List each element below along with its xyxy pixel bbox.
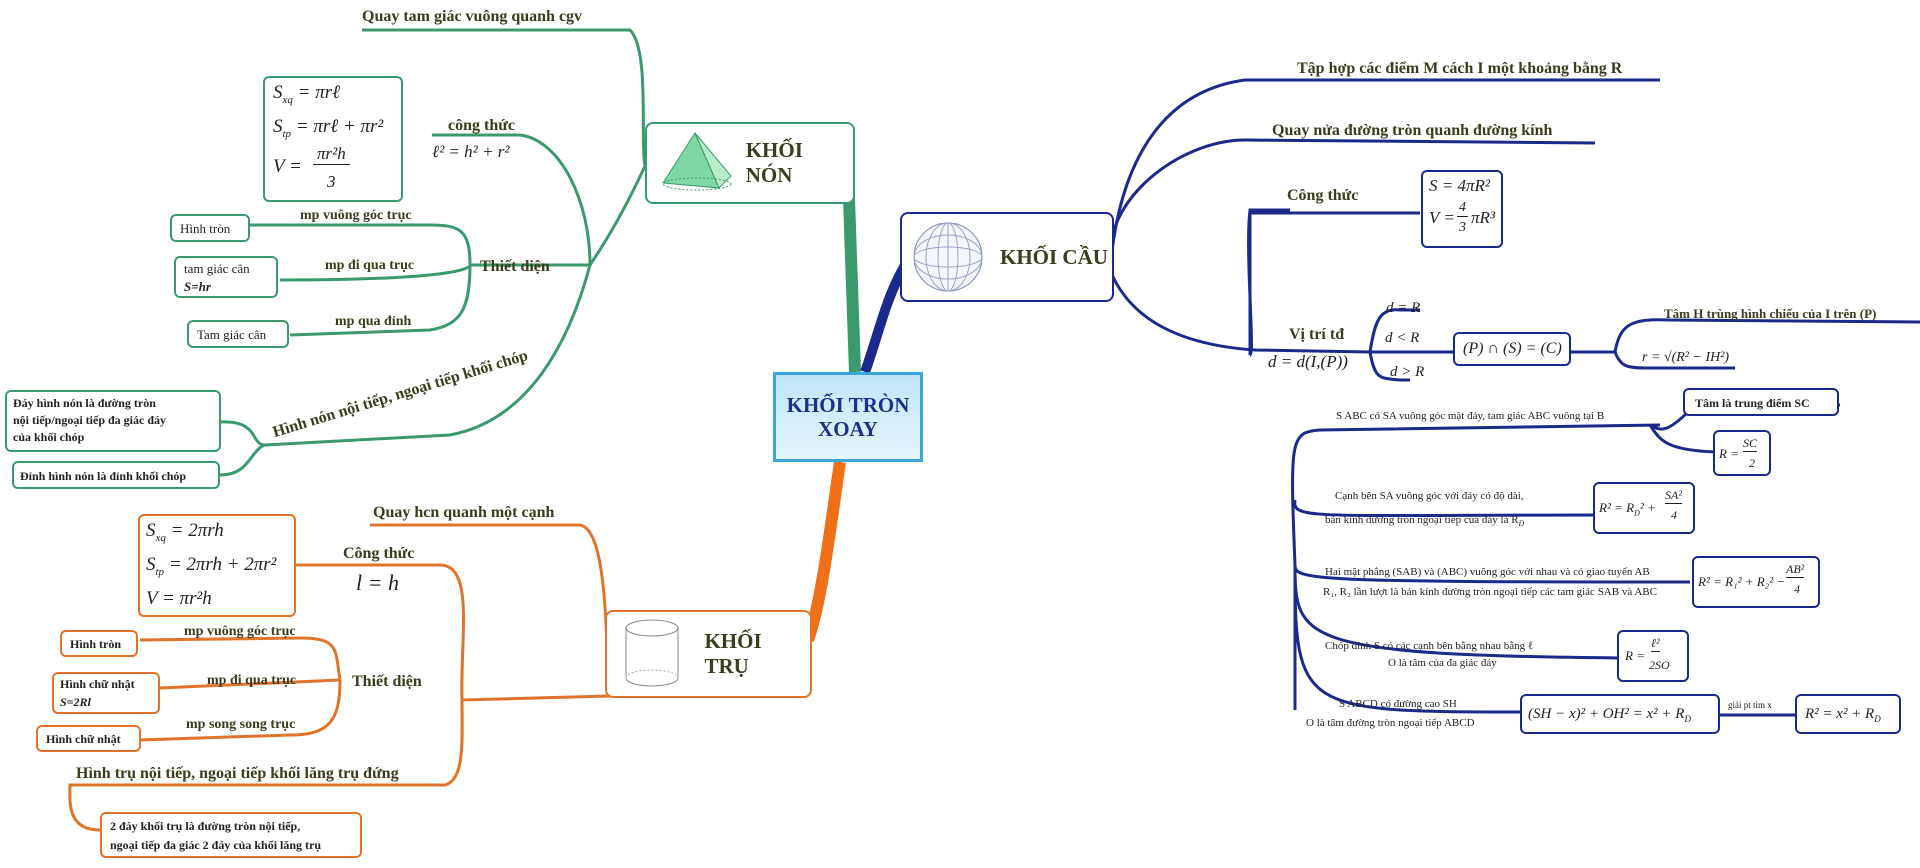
cone-formula-label: công thức <box>448 117 515 134</box>
case3-text-2: R₁, R₂ lần lượt là bán kính đường tròn n… <box>1323 586 1657 598</box>
sphere-case-2: d < R <box>1385 330 1420 346</box>
cylinder-section-label: Thiết diện <box>352 673 422 690</box>
cone-icon <box>662 131 732 191</box>
cone-label: KHỐI NÓN <box>745 138 803 187</box>
case2-text-1: Cạnh bên SA vuông góc với đáy có độ dài, <box>1335 490 1524 502</box>
case5-result-2: R² = x² + RD <box>1795 694 1901 734</box>
cone-section-shape-3: Tam giác cân <box>187 320 289 348</box>
cylinder-section-plane-2: mp đi qua trục <box>207 673 297 688</box>
cone-section-plane-3: mp qua đỉnh <box>335 314 412 329</box>
cylinder-label: KHỐI TRỤ <box>704 629 762 678</box>
case1-text: S ABC có SA vuông góc mặt đáy, tam giác … <box>1336 410 1605 422</box>
case3-text-1: Hai mặt phẳng (SAB) và (ABC) vuông góc v… <box>1325 566 1650 578</box>
case1-result-1: Tâm là trung điểm SC <box>1683 388 1839 416</box>
sphere-node[interactable]: KHỐI CẦU <box>900 212 1114 302</box>
sphere-label: KHỐI CẦU <box>1000 244 1108 269</box>
case5-text-2: O là tâm đường tròn ngoại tiếp ABCD <box>1306 717 1475 729</box>
case2-result: R² = RD² + SA² 4 <box>1593 482 1695 534</box>
cone-section-plane-1: mp vuông góc trục <box>300 208 412 223</box>
cone-rotate: Quay tam giác vuông quanh cgv <box>362 8 583 25</box>
cylinder-section-shape-2: Hình chữ nhật S=2Rl <box>52 672 160 714</box>
sphere-formula-box: S = 4πR² V = 4 3 πR³ <box>1421 170 1503 248</box>
case3-result: R² = R₁² + R₂² − AB² 4 <box>1692 556 1820 608</box>
cylinder-inscribed-box: 2 đáy khối trụ là đường tròn nội tiếp, n… <box>100 812 362 858</box>
center-title: KHỐI TRÒN XOAY <box>786 393 910 441</box>
case4-text-2: O là tâm của đa giác đáy <box>1388 657 1497 669</box>
case2-text-2: bán kính đường tròn ngoại tiếp của đáy l… <box>1325 514 1525 529</box>
center-topic[interactable]: KHỐI TRÒN XOAY <box>773 372 923 462</box>
cone-side-formula: ℓ² = h² + r² <box>432 142 510 161</box>
case4-result: R = ℓ² 2SO <box>1617 630 1689 682</box>
cylinder-section-plane-1: mp vuông góc trục <box>184 624 296 639</box>
sphere-intersection-box: (P) ∩ (S) = (C) <box>1453 332 1571 366</box>
case5-solve: giải pt tìm x <box>1728 700 1772 710</box>
cylinder-icon <box>625 619 679 687</box>
case4-text-1: Chóp đỉnh S có các cạnh bên bằng nhau bằ… <box>1325 640 1534 652</box>
sphere-case-3: d > R <box>1390 364 1425 380</box>
sphere-intersection-result-2: r = √(R² − IH²) <box>1642 350 1730 365</box>
cone-section-label: Thiết diện <box>480 258 550 275</box>
cylinder-side-formula: l = h <box>356 570 399 595</box>
cone-node[interactable]: KHỐI NÓN <box>645 122 855 204</box>
cylinder-section-plane-3: mp song song trục <box>186 717 296 732</box>
cone-inscribed-box-2: Đỉnh hình nón là đỉnh khối chóp <box>12 461 220 489</box>
sphere-formula-label: Công thức <box>1287 187 1359 204</box>
sphere-case-1: d = R <box>1386 300 1421 316</box>
sphere-def-1: Tập hợp các điểm M cách I một khoảng bằn… <box>1297 60 1623 77</box>
cylinder-section-shape-1: Hình tròn <box>60 630 138 657</box>
case5-result-1: (SH − x)² + OH² = x² + RD <box>1520 694 1720 734</box>
cone-section-plane-2: mp đi qua trục <box>325 258 415 273</box>
cylinder-formula-label: Công thức <box>343 545 415 562</box>
sphere-position-formula: d = d(I,(P)) <box>1268 352 1348 371</box>
cone-section-shape-2: tam giác cân S=hr <box>174 256 278 298</box>
sphere-icon <box>913 222 983 292</box>
cylinder-section-shape-3: Hình chữ nhật <box>36 725 141 752</box>
cylinder-rotate: Quay hcn quanh một cạnh <box>373 504 555 521</box>
sphere-position-label: Vị trí tđ <box>1289 326 1345 343</box>
cylinder-formula-box: Sxq = 2πrh Stp = 2πrh + 2πr² V = πr²h <box>138 514 296 617</box>
case1-result-2: R = SC 2 <box>1713 430 1771 476</box>
cone-inscribed-box-1: Đáy hình nón là đường tròn nội tiếp/ngoạ… <box>5 390 221 452</box>
sphere-def-2: Quay nửa đường tròn quanh đường kính <box>1272 122 1553 139</box>
cylinder-inscribed-label: Hình trụ nội tiếp, ngoại tiếp khối lăng … <box>76 765 399 782</box>
cone-section-shape-1: Hình tròn <box>170 214 250 242</box>
sphere-intersection-result-1: Tâm H trùng hình chiếu của I trên (P) <box>1664 306 1877 321</box>
cone-formula-box: Sxq = πrℓ Stp = πrℓ + πr² V = πr²h 3 <box>263 76 403 202</box>
cylinder-node[interactable]: KHỐI TRỤ <box>605 610 812 698</box>
case5-text-1: S ABCD có đường cao SH <box>1339 698 1457 710</box>
